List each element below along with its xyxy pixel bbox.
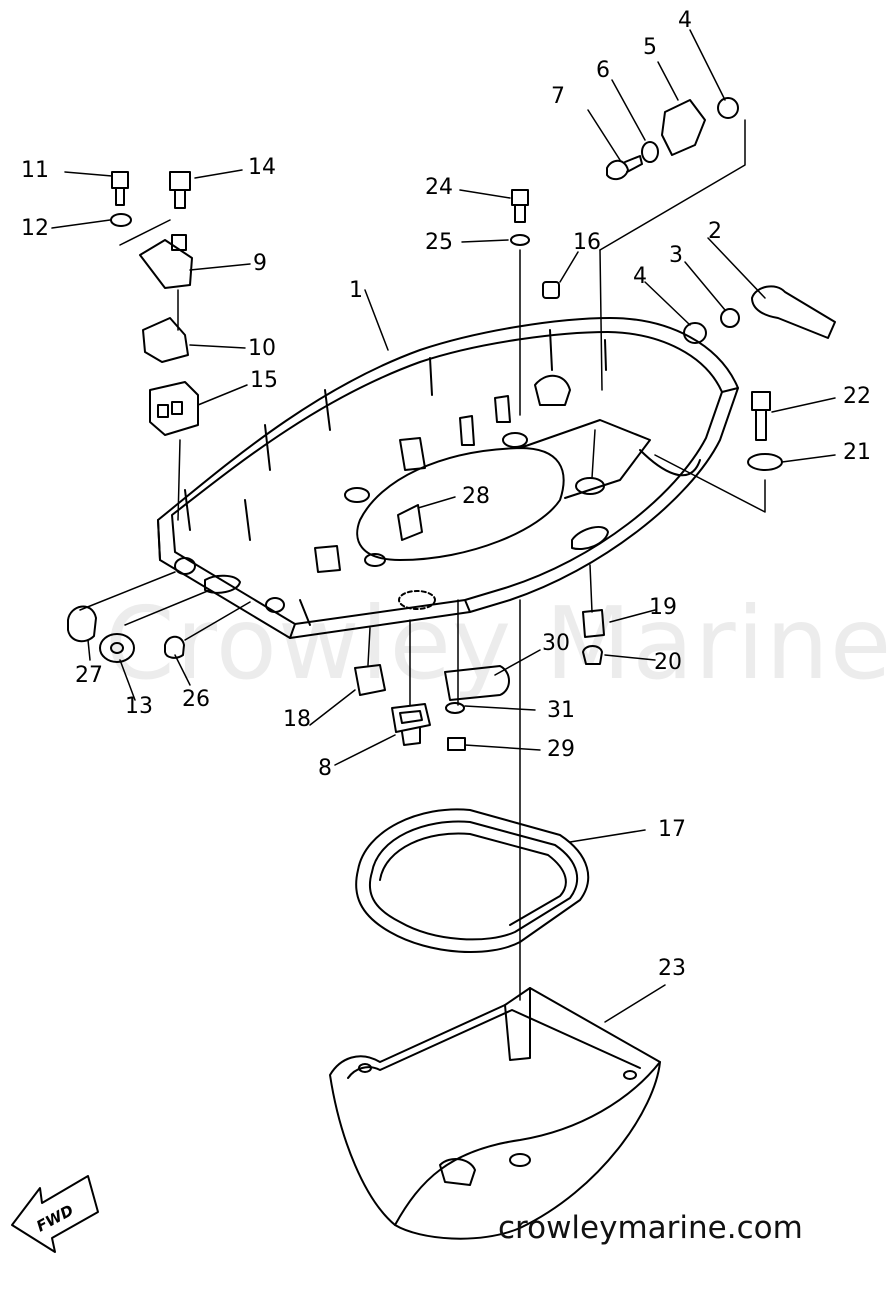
fwd-arrow [11,1175,99,1253]
screw-29 [447,737,466,751]
washer-21 [747,453,783,471]
part-label-10: 10 [248,336,276,361]
bolt-14 [169,171,191,251]
part-label-17: 17 [658,817,686,842]
part-label-12: 12 [21,216,49,241]
bracket-10 [142,317,189,363]
part-label-29: 29 [547,737,575,762]
part-label-9: 9 [253,251,267,276]
leader-lines [51,29,836,1023]
part-label-8: 8 [318,756,332,781]
lower-cover-23 [329,987,661,1240]
washer-3 [720,308,740,328]
washer-6 [641,141,659,163]
part-label-2: 2 [708,219,722,244]
part-label-7: 7 [551,84,565,109]
part-label-27: 27 [75,663,103,688]
washer-12 [110,213,132,227]
part-label-22: 22 [843,384,871,409]
part-label-13: 13 [125,694,153,719]
lever-5 [661,99,706,156]
bolt-11 [111,171,129,206]
part-label-28: 28 [462,484,490,509]
part-label-16: 16 [573,230,601,255]
lever-2 [751,285,836,339]
seal-17 [355,808,590,954]
part-label-14: 14 [248,155,276,180]
part-label-18: 18 [283,707,311,732]
part-label-15: 15 [250,368,278,393]
bolt-22 [751,391,771,441]
plug-27 [67,605,97,643]
block-15 [149,381,199,436]
bottom-cowling-body [157,317,739,639]
nut-4-lower [683,322,707,344]
part-label-4-upper: 4 [678,8,692,33]
part-label-20: 20 [654,650,682,675]
bolt-24 [511,189,529,223]
part-label-1: 1 [349,278,363,303]
grommet-16 [542,281,560,299]
part-label-26: 26 [182,687,210,712]
part-label-6: 6 [596,58,610,83]
bolt-7 [606,155,643,181]
part-label-3: 3 [669,243,683,268]
part-label-23: 23 [658,956,686,981]
washer-31 [445,702,465,714]
part-label-21: 21 [843,440,871,465]
part-label-11: 11 [21,158,49,183]
part-label-5: 5 [643,35,657,60]
nut-4-upper [717,97,739,119]
washer-25 [510,234,530,246]
collar-20 [582,645,603,665]
part-label-4-lower: 4 [633,264,647,289]
watermark: Crowley Marine [105,585,893,702]
bracket-30 [444,665,510,701]
part-label-30: 30 [542,631,570,656]
fitting-18 [354,664,386,696]
grommet-19 [582,609,605,638]
fwd-label: FWD [33,1201,76,1235]
plug-26 [164,635,185,659]
part-label-19: 19 [649,595,677,620]
part-label-31: 31 [547,698,575,723]
part-label-25: 25 [425,230,453,255]
grommet-13 [99,633,135,663]
part-label-24: 24 [425,175,453,200]
grommet-8 [391,703,431,746]
bracket-9 [139,239,193,289]
website-link[interactable]: crowleymarine.com [498,1210,803,1246]
clip-28 [397,504,423,541]
